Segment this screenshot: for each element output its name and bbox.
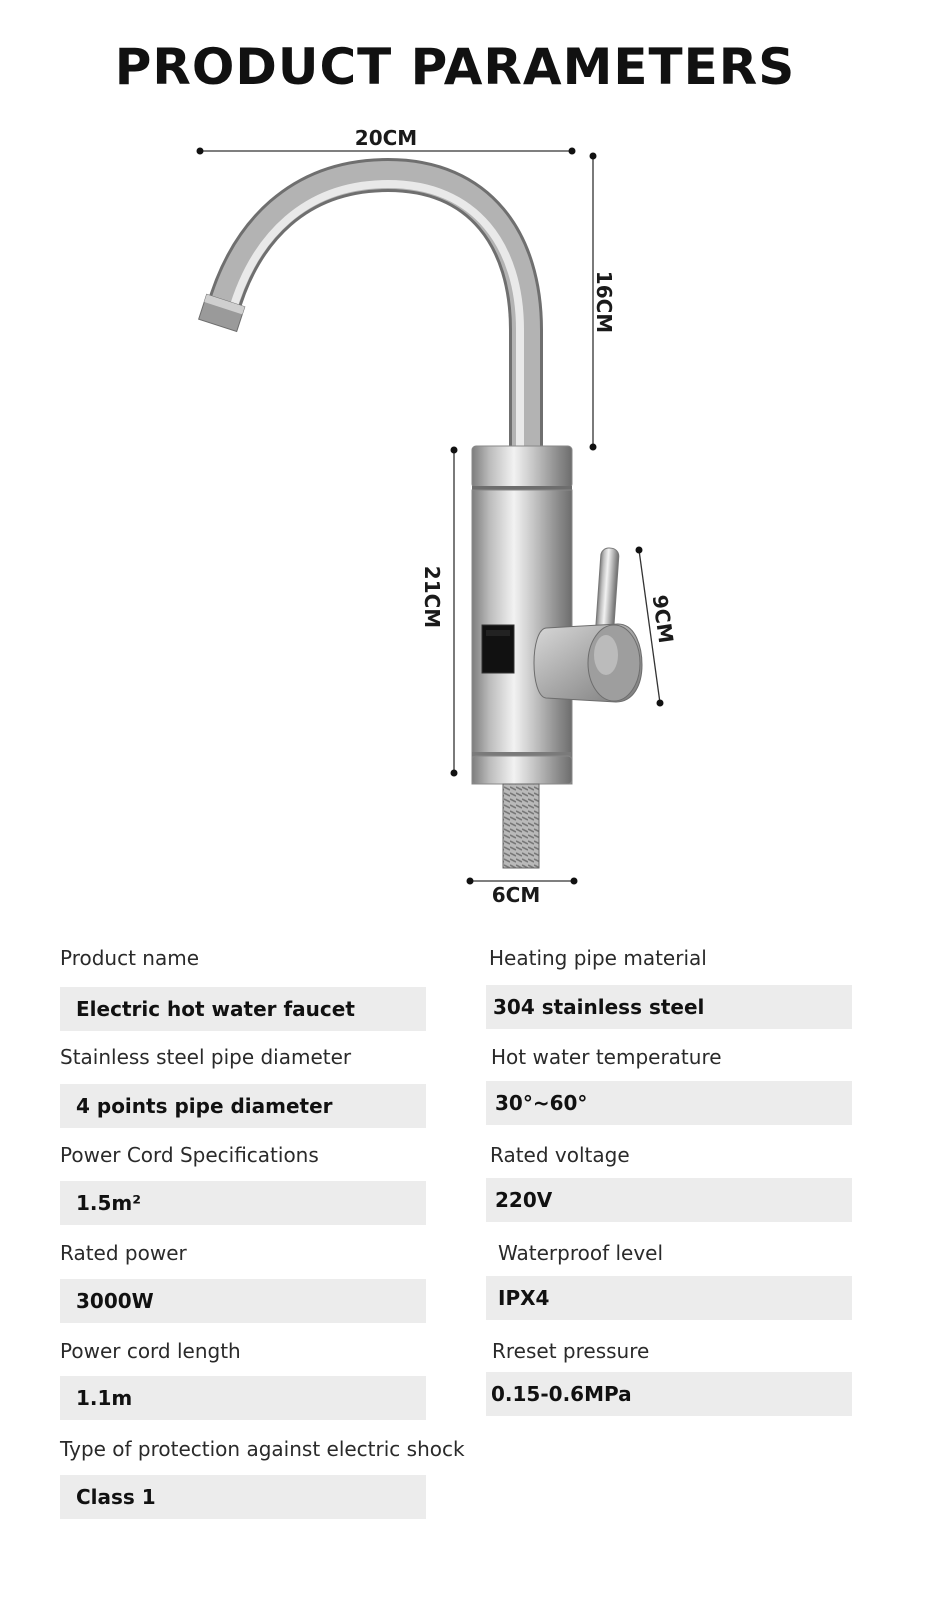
faucet-handle <box>533 547 643 703</box>
spec-value-box: IPX4 <box>486 1276 852 1320</box>
dimension-handle: 9CM <box>635 546 679 707</box>
spec-value-waterproof-level: IPX4 <box>498 1286 550 1310</box>
spec-label-reset-pressure: Rreset pressure <box>492 1339 650 1363</box>
spec-label-waterproof-level: Waterproof level <box>498 1241 664 1265</box>
faucet-dimension-diagram: 20CM 16CM 21CM 9CM 6CM <box>196 126 679 907</box>
dimension-base-label: 6CM <box>492 883 541 907</box>
dimension-body-height-label: 21CM <box>420 566 444 628</box>
spec-value-product-name: Electric hot water faucet <box>76 997 355 1021</box>
spec-label-heating-pipe-material: Heating pipe material <box>489 946 707 970</box>
spec-value-box: 30°~60° <box>486 1081 852 1125</box>
dimension-handle-label: 9CM <box>648 593 679 644</box>
faucet-body <box>471 445 573 785</box>
spec-label-product-name: Product name <box>60 946 200 970</box>
dimension-spout-height-label: 16CM <box>592 271 616 333</box>
dimension-base: 6CM <box>466 877 578 907</box>
spec-value-reset-pressure: 0.15-0.6MPa <box>491 1382 632 1406</box>
spec-label-rated-voltage: Rated voltage <box>490 1143 630 1167</box>
spec-value-rated-voltage: 220V <box>495 1188 553 1212</box>
spec-value-power-cord-length: 1.1m <box>76 1386 133 1410</box>
faucet-spout <box>198 157 543 450</box>
spec-value-power-cord-spec: 1.5m² <box>76 1191 142 1215</box>
spec-value-box: 1.5m² <box>60 1181 426 1225</box>
spec-label-rated-power: Rated power <box>60 1241 187 1265</box>
spec-value-box: 4 points pipe diameter <box>60 1084 426 1128</box>
dimension-body-height: 21CM <box>420 446 458 777</box>
spec-value-box: 220V <box>486 1178 852 1222</box>
page-title: PRODUCT PARAMETERS <box>114 38 796 96</box>
spec-label-shock-protection: Type of protection against electric shoc… <box>60 1437 465 1461</box>
spec-label-pipe-diameter: Stainless steel pipe diameter <box>60 1045 352 1069</box>
spec-value-box: 0.15-0.6MPa <box>486 1372 852 1416</box>
spec-value-pipe-diameter: 4 points pipe diameter <box>76 1094 333 1118</box>
spec-value-box: 1.1m <box>60 1376 426 1420</box>
dimension-width: 20CM <box>196 126 576 155</box>
spec-value-shock-protection: Class 1 <box>76 1485 156 1509</box>
dimension-spout-height: 16CM <box>589 152 616 451</box>
spec-label-water-temperature: Hot water temperature <box>491 1045 722 1069</box>
spec-value-box: 304 stainless steel <box>486 985 852 1029</box>
dimension-width-label: 20CM <box>355 126 417 150</box>
spec-value-rated-power: 3000W <box>76 1289 154 1313</box>
threaded-inlet <box>502 783 540 869</box>
spec-value-box: 3000W <box>60 1279 426 1323</box>
spec-value-water-temperature: 30°~60° <box>495 1091 588 1115</box>
spec-value-heating-pipe-material: 304 stainless steel <box>493 995 705 1019</box>
spec-label-power-cord-length: Power cord length <box>60 1339 241 1363</box>
spec-value-box: Class 1 <box>60 1475 426 1519</box>
spec-label-power-cord-spec: Power Cord Specifications <box>60 1143 319 1167</box>
spec-value-box: Electric hot water faucet <box>60 987 426 1031</box>
